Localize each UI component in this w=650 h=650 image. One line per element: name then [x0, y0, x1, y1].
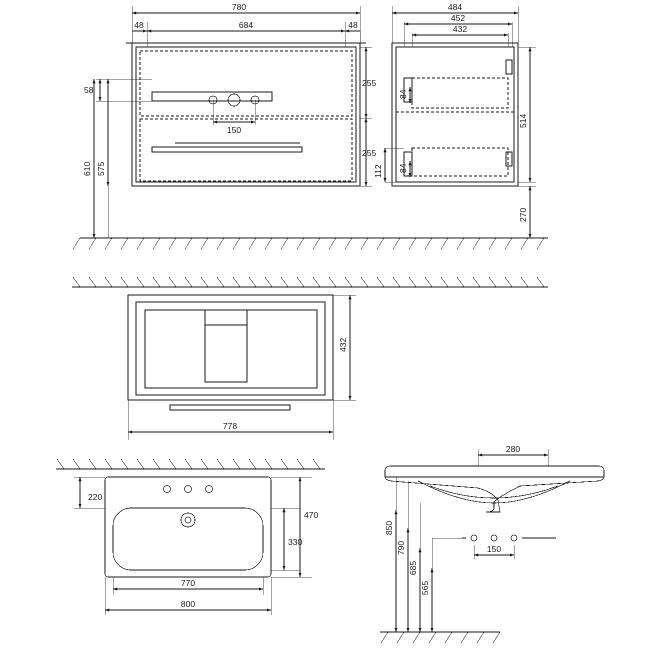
dim-48-left: 48 — [134, 20, 144, 30]
dim-452: 452 — [451, 13, 465, 23]
dim-432-plan: 432 — [338, 338, 348, 352]
dim-330: 330 — [288, 537, 302, 547]
dim-790: 790 — [396, 541, 406, 555]
dim-470: 470 — [304, 510, 318, 520]
dim-58: 58 — [84, 85, 94, 95]
dim-575: 575 — [96, 162, 106, 176]
basin-section-view — [380, 449, 605, 644]
dim-255-lower: 255 — [362, 148, 376, 158]
dim-780: 780 — [232, 2, 246, 12]
dim-112: 112 — [373, 164, 383, 178]
dim-685: 685 — [408, 561, 418, 575]
dim-48-right: 48 — [348, 20, 358, 30]
dim-270: 270 — [518, 208, 528, 222]
dim-280: 280 — [506, 444, 520, 454]
dim-610: 610 — [82, 162, 92, 176]
dimension-labels: 780 48 684 48 150 255 255 58 575 610 484… — [82, 2, 528, 609]
front-elevation-view — [72, 6, 548, 250]
plan-view — [72, 276, 548, 440]
dim-514: 514 — [518, 114, 528, 128]
dim-770: 770 — [181, 578, 195, 588]
dim-84-upper: 84 — [398, 89, 408, 99]
dim-684: 684 — [239, 20, 253, 30]
dim-432-depth: 432 — [453, 24, 467, 34]
dim-84-lower: 84 — [398, 163, 408, 173]
dim-850: 850 — [384, 521, 394, 535]
dim-220: 220 — [88, 492, 102, 502]
dim-150-taps: 150 — [227, 125, 241, 135]
side-elevation-view — [383, 6, 536, 238]
basin-plan-view — [56, 458, 325, 615]
dim-150-section: 150 — [487, 544, 501, 554]
dim-565: 565 — [420, 581, 430, 595]
dim-778: 778 — [223, 421, 237, 431]
dim-484: 484 — [448, 2, 462, 12]
dim-255-upper: 255 — [362, 78, 376, 88]
dim-800: 800 — [181, 599, 195, 609]
